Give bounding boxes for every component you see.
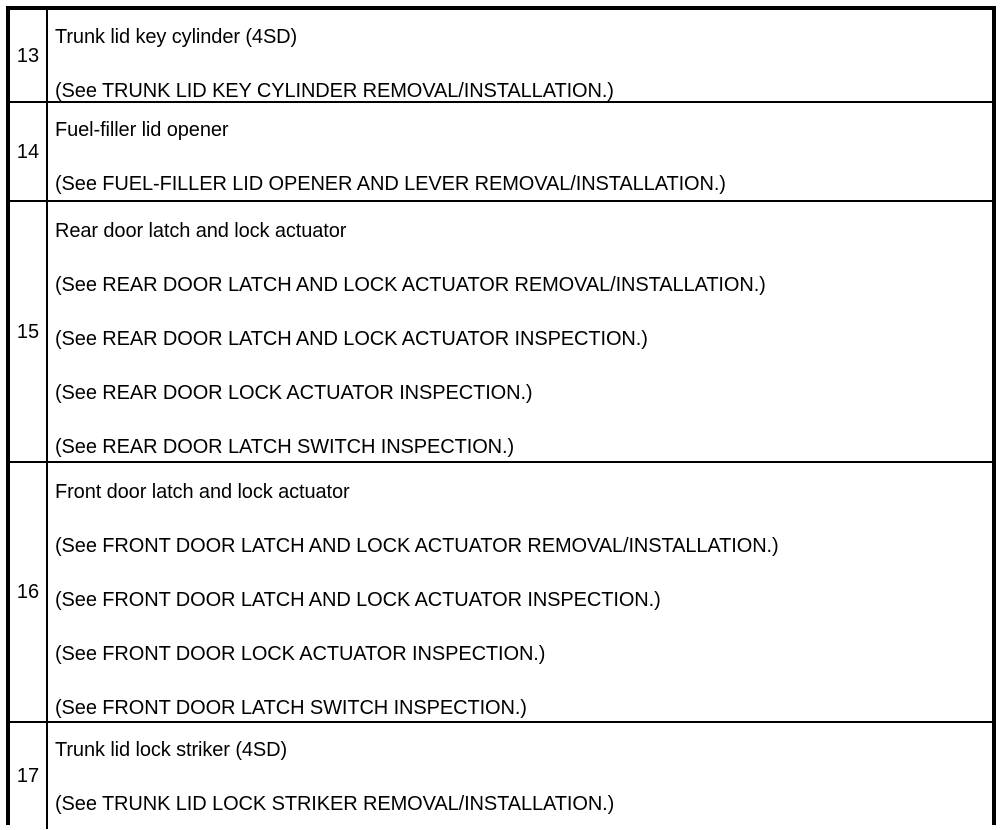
reference-line: (See TRUNK LID KEY CYLINDER REMOVAL/INST…: [55, 80, 614, 102]
reference-line: (See REAR DOOR LOCK ACTUATOR INSPECTION.…: [55, 382, 533, 404]
row-content-cell: Rear door latch and lock actuator (See R…: [48, 202, 992, 461]
row-number-cell: 17: [10, 723, 48, 829]
part-name: Trunk lid lock striker (4SD): [55, 739, 288, 761]
reference-line: (See REAR DOOR LATCH SWITCH INSPECTION.): [55, 436, 515, 458]
reference-line: (See TRUNK LID LOCK STRIKER REMOVAL/INST…: [55, 793, 615, 815]
part-name: Front door latch and lock actuator: [55, 481, 350, 503]
row-number-cell: 15: [10, 202, 48, 461]
table-row: 15 Rear door latch and lock actuator (Se…: [10, 202, 992, 463]
table-row: 17 Trunk lid lock striker (4SD) (See TRU…: [10, 723, 992, 829]
row-number: 13: [16, 44, 40, 67]
row-number: 16: [16, 581, 40, 603]
reference-line: (See FRONT DOOR LOCK ACTUATOR INSPECTION…: [55, 643, 546, 665]
row-number: 15: [16, 320, 40, 343]
reference-line: (See FUEL-FILLER LID OPENER AND LEVER RE…: [55, 173, 726, 195]
table-row: 16 Front door latch and lock actuator (S…: [10, 463, 992, 723]
table-row: 14 Fuel-filler lid opener (See FUEL-FILL…: [10, 103, 992, 202]
row-content-cell: Trunk lid lock striker (4SD) (See TRUNK …: [48, 723, 992, 829]
reference-line: (See FRONT DOOR LATCH AND LOCK ACTUATOR …: [55, 535, 779, 557]
reference-line: (See REAR DOOR LATCH AND LOCK ACTUATOR I…: [55, 328, 648, 350]
reference-line: (See REAR DOOR LATCH AND LOCK ACTUATOR R…: [55, 274, 766, 296]
table-row: 13 Trunk lid key cylinder (4SD) (See TRU…: [10, 10, 992, 103]
reference-line: (See FRONT DOOR LATCH AND LOCK ACTUATOR …: [55, 589, 661, 611]
row-number-cell: 16: [10, 463, 48, 721]
row-number-cell: 14: [10, 103, 48, 200]
part-name: Rear door latch and lock actuator: [55, 220, 347, 242]
row-number-cell: 13: [10, 10, 48, 101]
row-content-cell: Trunk lid key cylinder (4SD) (See TRUNK …: [48, 10, 992, 102]
row-content-cell: Front door latch and lock actuator (See …: [48, 463, 992, 721]
row-content-cell: Fuel-filler lid opener (See FUEL-FILLER …: [48, 103, 992, 200]
part-name: Trunk lid key cylinder (4SD): [55, 26, 298, 48]
table-body: 13 Trunk lid key cylinder (4SD) (See TRU…: [10, 10, 992, 829]
parts-reference-table: 13 Trunk lid key cylinder (4SD) (See TRU…: [6, 6, 996, 829]
reference-line: (See FRONT DOOR LATCH SWITCH INSPECTION.…: [55, 697, 527, 719]
row-number: 14: [16, 140, 40, 163]
row-number: 17: [16, 765, 40, 787]
part-name: Fuel-filler lid opener: [55, 119, 229, 141]
